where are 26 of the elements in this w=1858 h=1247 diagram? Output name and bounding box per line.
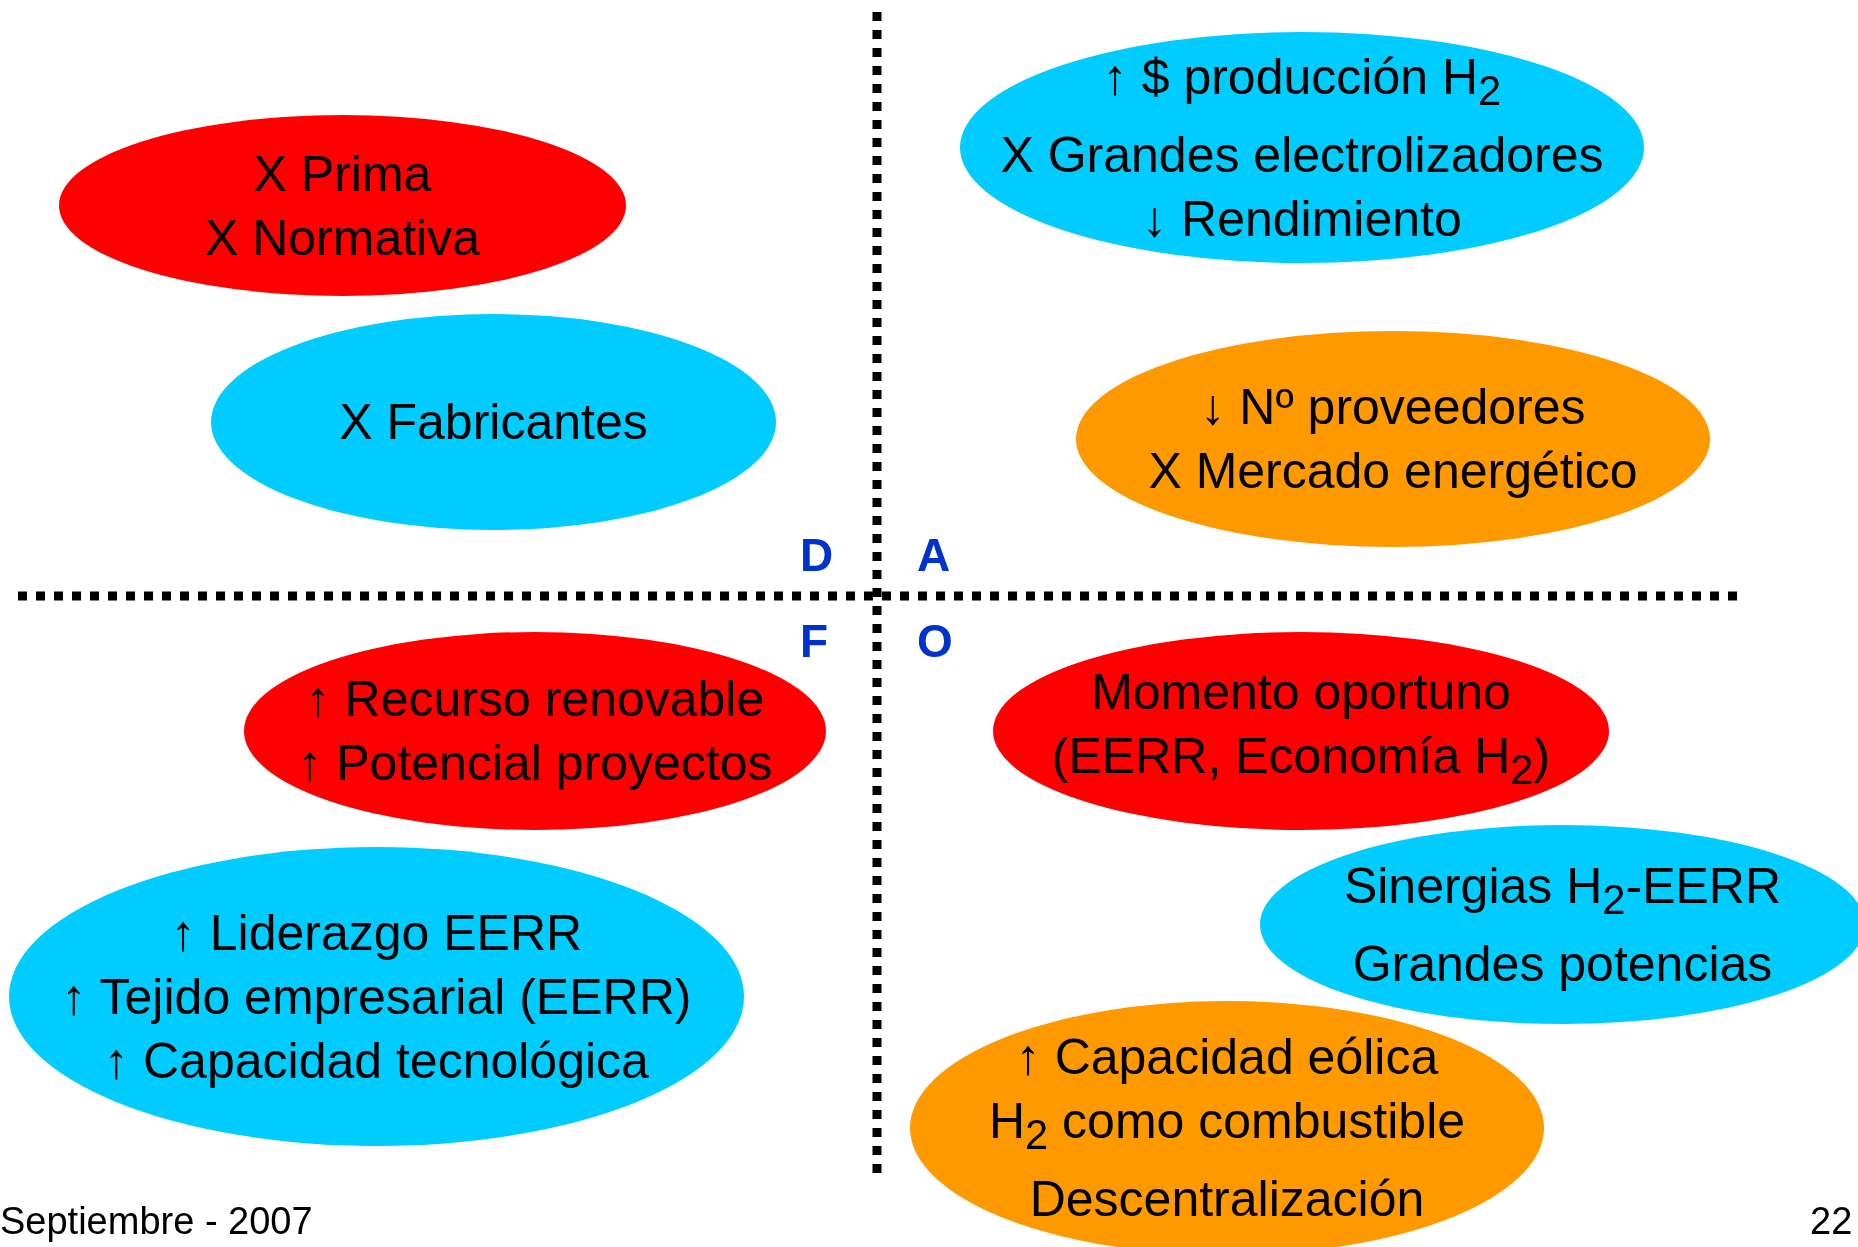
ellipse-text: ↓ Rendimiento [1142, 189, 1462, 249]
ellipse-text: X Grandes electrolizadores [1000, 125, 1604, 185]
footer-date: Septiembre - 2007 [0, 1200, 313, 1243]
ellipse-text: Momento oportuno [1091, 663, 1511, 722]
ellipse-text: ↑ Potencial proyectos [297, 734, 773, 793]
ellipse-text: ↑ Capacidad eólica [1015, 1028, 1439, 1087]
quadrant-letter: D [800, 528, 834, 582]
quadrant-letter: A [917, 528, 951, 582]
quadrant-letter: O [917, 614, 953, 668]
ellipse-text: ↑ Capacidad tecnológica [104, 1031, 649, 1091]
ellipse-text: ↑ Recurso renovable [305, 670, 765, 729]
quadrant-letter: F [800, 614, 829, 668]
ellipse-text: Descentralización [1029, 1170, 1425, 1229]
ellipse-text: X Fabricantes [339, 393, 648, 452]
ellipse-text: X Mercado energético [1148, 442, 1638, 501]
page-number: 22 [1810, 1200, 1853, 1243]
ellipse-text: ↓ Nº proveedores [1200, 378, 1586, 437]
ellipse-text: X Normativa [204, 208, 481, 268]
ellipse-text: X Prima [253, 144, 432, 204]
ellipse-text: Grandes potencias [1352, 934, 1773, 994]
ellipse-text: (EERR, Economía H$_{2}$) [1051, 727, 1551, 795]
ellipse-text: Sinergias H$_{2}$-EERR [1343, 856, 1782, 925]
ellipse-text: ↑ Liderazgo EERR [170, 903, 583, 963]
ellipse-text: H$_{2}$ como combustible [988, 1092, 1466, 1160]
ellipse-text: ↑ $ producción H$_{2}$ [1102, 47, 1502, 116]
ellipse-text: ↑ Tejido empresarial (EERR) [61, 967, 692, 1027]
